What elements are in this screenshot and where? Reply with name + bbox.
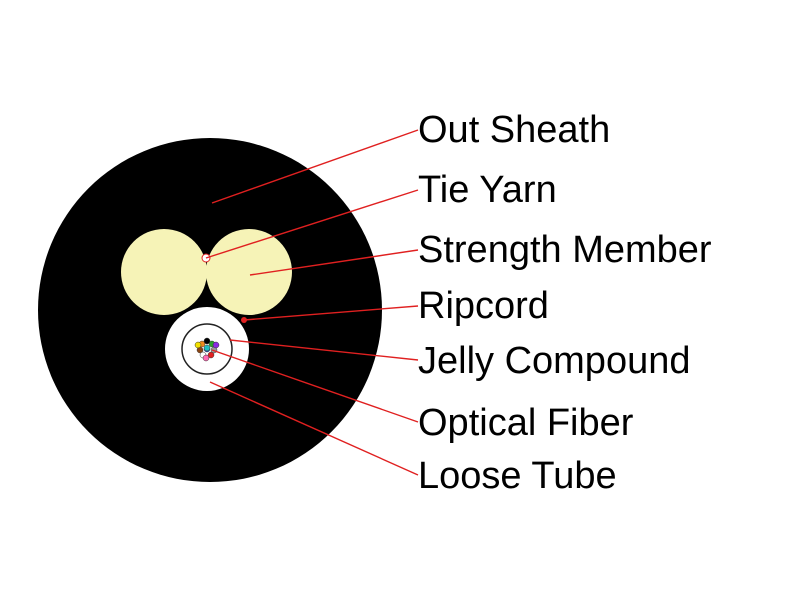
optical-fiber-10 — [212, 341, 220, 349]
optical-fiber-8 — [203, 337, 211, 345]
optical-fiber-leader — [211, 349, 419, 423]
optical-fiber-7 — [207, 351, 215, 359]
loose-tube-leader — [209, 381, 419, 476]
optical-fiber-11 — [202, 354, 210, 362]
optical-fiber-9 — [194, 341, 202, 349]
label-out-sheath: Out Sheath — [418, 109, 611, 151]
strength-member-right — [206, 229, 292, 315]
out-sheath-leader — [211, 129, 419, 204]
optical-fiber-12 — [203, 344, 211, 352]
ripcord-leader — [243, 305, 419, 321]
label-ripcord: Ripcord — [418, 285, 549, 327]
label-optical-fiber: Optical Fiber — [418, 402, 634, 444]
jelly-compound-leader — [229, 339, 419, 361]
label-strength-member: Strength Member — [418, 229, 712, 271]
label-jelly-compound: Jelly Compound — [418, 340, 691, 382]
label-loose-tube: Loose Tube — [418, 455, 617, 497]
label-tie-yarn: Tie Yarn — [418, 169, 557, 211]
strength-member-leader — [249, 249, 419, 276]
tie-yarn-leader — [205, 189, 419, 259]
strength-member-left — [121, 229, 207, 315]
